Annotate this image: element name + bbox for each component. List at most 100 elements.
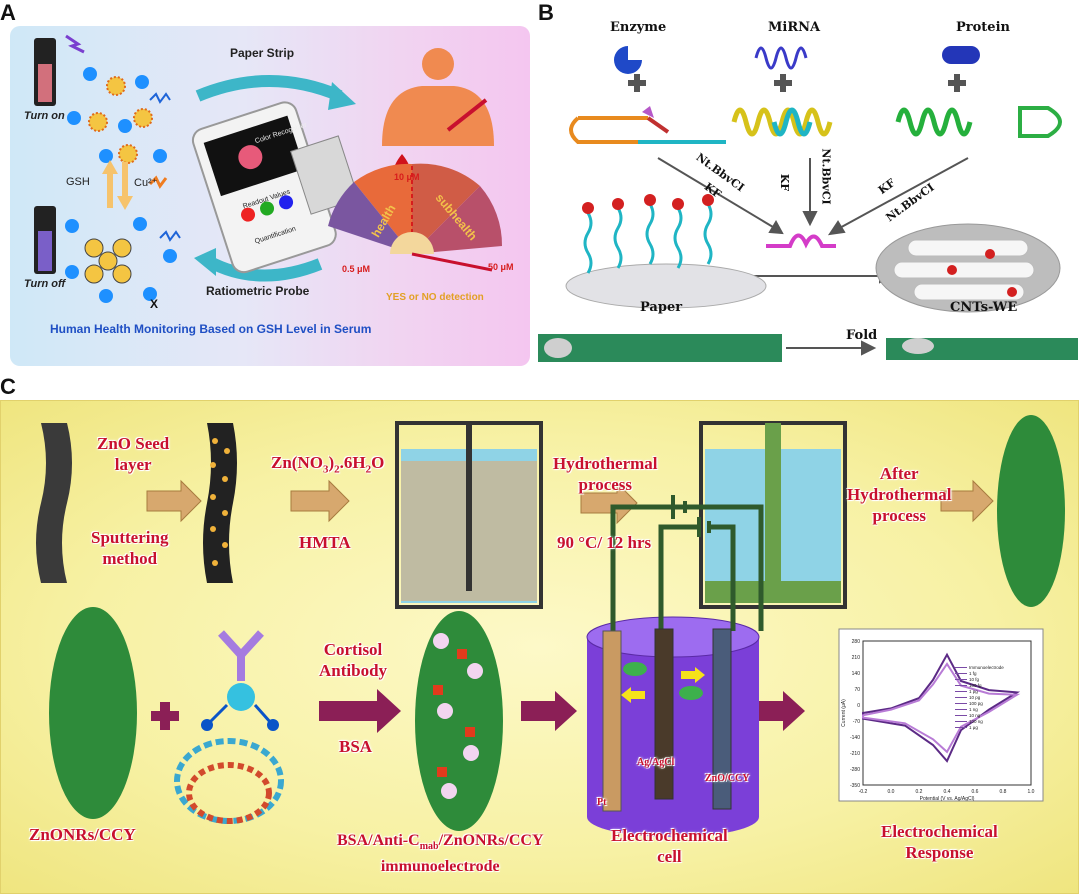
paper-strip-arrowhead-icon	[328, 82, 356, 110]
cnts-label: CNTs-WE	[950, 300, 1018, 315]
hydrothermal-line-2: process	[578, 475, 633, 494]
zn-nitrate-sub-1: 3	[322, 463, 329, 476]
syringe-icon	[446, 98, 488, 132]
panel-b-illustration	[538, 46, 1078, 362]
cv-y-tick-label: -210	[850, 751, 860, 757]
paper-label: Paper	[640, 300, 683, 315]
cv-x-tick-label: 0.6	[972, 789, 979, 795]
immunoelectrode-bundle	[415, 611, 503, 831]
tan-arrows	[146, 479, 994, 525]
squiggle-blue2-icon	[159, 230, 181, 242]
cortisol-line-1: Cortisol	[323, 640, 383, 659]
antibody-hub	[227, 683, 255, 711]
fold-label: Fold	[846, 328, 878, 343]
squiggle-orange-icon	[148, 175, 168, 189]
ratiometric-probe-label: Ratiometric Probe	[206, 284, 310, 298]
paper-disc	[565, 263, 767, 309]
fan-left-label: 0.5 μM	[342, 264, 371, 274]
mirna-icon	[754, 46, 808, 70]
ratiometric-arrow	[207, 256, 323, 282]
enzyme-icon	[614, 46, 642, 74]
bsa-protein-core	[186, 762, 272, 824]
helix-mirna	[731, 107, 833, 137]
lightning-icon	[65, 34, 85, 54]
carbon-fiber	[36, 423, 72, 583]
cv-y-axis-label: Current (μA)	[841, 699, 847, 727]
zno-ccy-label: ZnO/CCY	[705, 773, 750, 784]
ec-response-line-1: Electrochemical	[881, 822, 998, 841]
zn-nitrate-sub-2: 2	[334, 463, 340, 476]
zno-seed-line-1: ZnO Seed	[97, 434, 170, 453]
temperature-label: 90 °C/ 12 hrs	[557, 533, 652, 552]
ec-cell-line-1: Electrochemical	[611, 826, 728, 845]
cv-legend-label: 1 fg	[969, 671, 977, 676]
electrode-disc-right	[902, 338, 934, 354]
ec-response-label: Electrochemical Response	[881, 821, 998, 863]
cv-legend-label: 100 pg	[969, 701, 983, 706]
squiggle-blue-icon	[149, 92, 171, 104]
zn-nitrate-part-4: O	[371, 453, 385, 472]
cv-x-axis-label: Potential (V vs. Ag/AgCl)	[920, 796, 975, 802]
hmta-label: HMTA	[299, 533, 351, 552]
panel-b-letter: B	[538, 0, 554, 25]
down-arrow-icon	[117, 162, 133, 210]
cu-label: Cu²⁺	[134, 177, 158, 189]
turn-on-label: Turn on	[24, 110, 65, 122]
nanoparticles-top	[67, 67, 167, 163]
ratiometric-arrowhead-icon	[194, 248, 216, 276]
nt-label-2: Nt.BbvCI	[819, 148, 833, 205]
cv-y-tick-label: -350	[850, 783, 860, 789]
antibody-ends	[201, 719, 279, 731]
after-line-2: Hydrothermal	[847, 485, 952, 504]
cv-x-tick-label: 0.4	[944, 789, 951, 795]
cv-y-tick-label: -70	[853, 719, 860, 725]
sputtering-line-1: Sputtering	[91, 528, 169, 547]
fan-top-label: 10 μM	[394, 172, 420, 182]
zn-nitrate-label: Zn(NO3)2.6H2O	[271, 453, 384, 475]
immuno-part-a: BSA/Anti-C	[337, 832, 420, 849]
gsh-label: GSH	[66, 176, 90, 188]
cv-y-tick-label: -140	[850, 735, 860, 741]
cv-legend-label: 10 ng	[969, 713, 981, 718]
immuno-decorations	[433, 633, 483, 799]
smartphone-icon	[191, 101, 337, 274]
cv-series	[862, 652, 1021, 763]
hydrothermal-line-1: Hydrothermal	[553, 454, 658, 473]
beaker-1	[395, 421, 543, 609]
cv-legend-label: 1 pg	[969, 689, 978, 694]
yes-no-label: YES or NO detection	[386, 292, 484, 303]
cv-y-tick-label: 280	[852, 639, 861, 645]
cv-y-tick-label: 0	[857, 703, 860, 709]
turn-off-label: Turn off	[24, 278, 66, 290]
mirna-label: MiRNA	[768, 20, 821, 35]
up-arrow-icon	[102, 160, 118, 208]
cortisol-antibody-label: Cortisol Antibody	[319, 639, 387, 681]
sputtering-label: Sputtering method	[91, 527, 168, 569]
hydrothermal-label: Hydrothermal process	[553, 453, 658, 495]
cv-series-line	[862, 662, 1021, 754]
zn-nitrate-part-1: Zn(NO	[271, 453, 323, 472]
electrode-strip-right	[886, 338, 1078, 360]
bsa-label: BSA	[339, 737, 373, 756]
ec-cell-line-2: cell	[657, 847, 682, 866]
cv-x-tick-label: 0.0	[888, 789, 895, 795]
cv-y-tick-label: 210	[852, 655, 861, 661]
ec-cell-label: Electrochemical cell	[611, 825, 728, 867]
after-line-1: After	[879, 464, 919, 483]
cv-legend-label: 10 pg	[969, 695, 981, 700]
fan-right-label: 50 μM	[488, 262, 514, 272]
after-line-3: process	[872, 506, 927, 525]
panel-c-letter: C	[0, 374, 16, 399]
panel-a-caption: Human Health Monitoring Based on GSH Lev…	[50, 322, 372, 336]
zno-seed-label: ZnO Seed layer	[97, 433, 169, 475]
seed-dots	[210, 438, 230, 566]
paper-strip-arrow	[195, 75, 343, 102]
protein-icon	[942, 46, 980, 64]
pt-label: Pt	[597, 797, 607, 808]
zn-nitrate-sub-3: 2	[365, 463, 372, 476]
purple-arrows	[319, 689, 805, 733]
immunoelectrode-line-1: BSA/Anti-Cmab/ZnONRs/CCY	[337, 831, 544, 857]
purple-plus-icon	[151, 702, 179, 730]
